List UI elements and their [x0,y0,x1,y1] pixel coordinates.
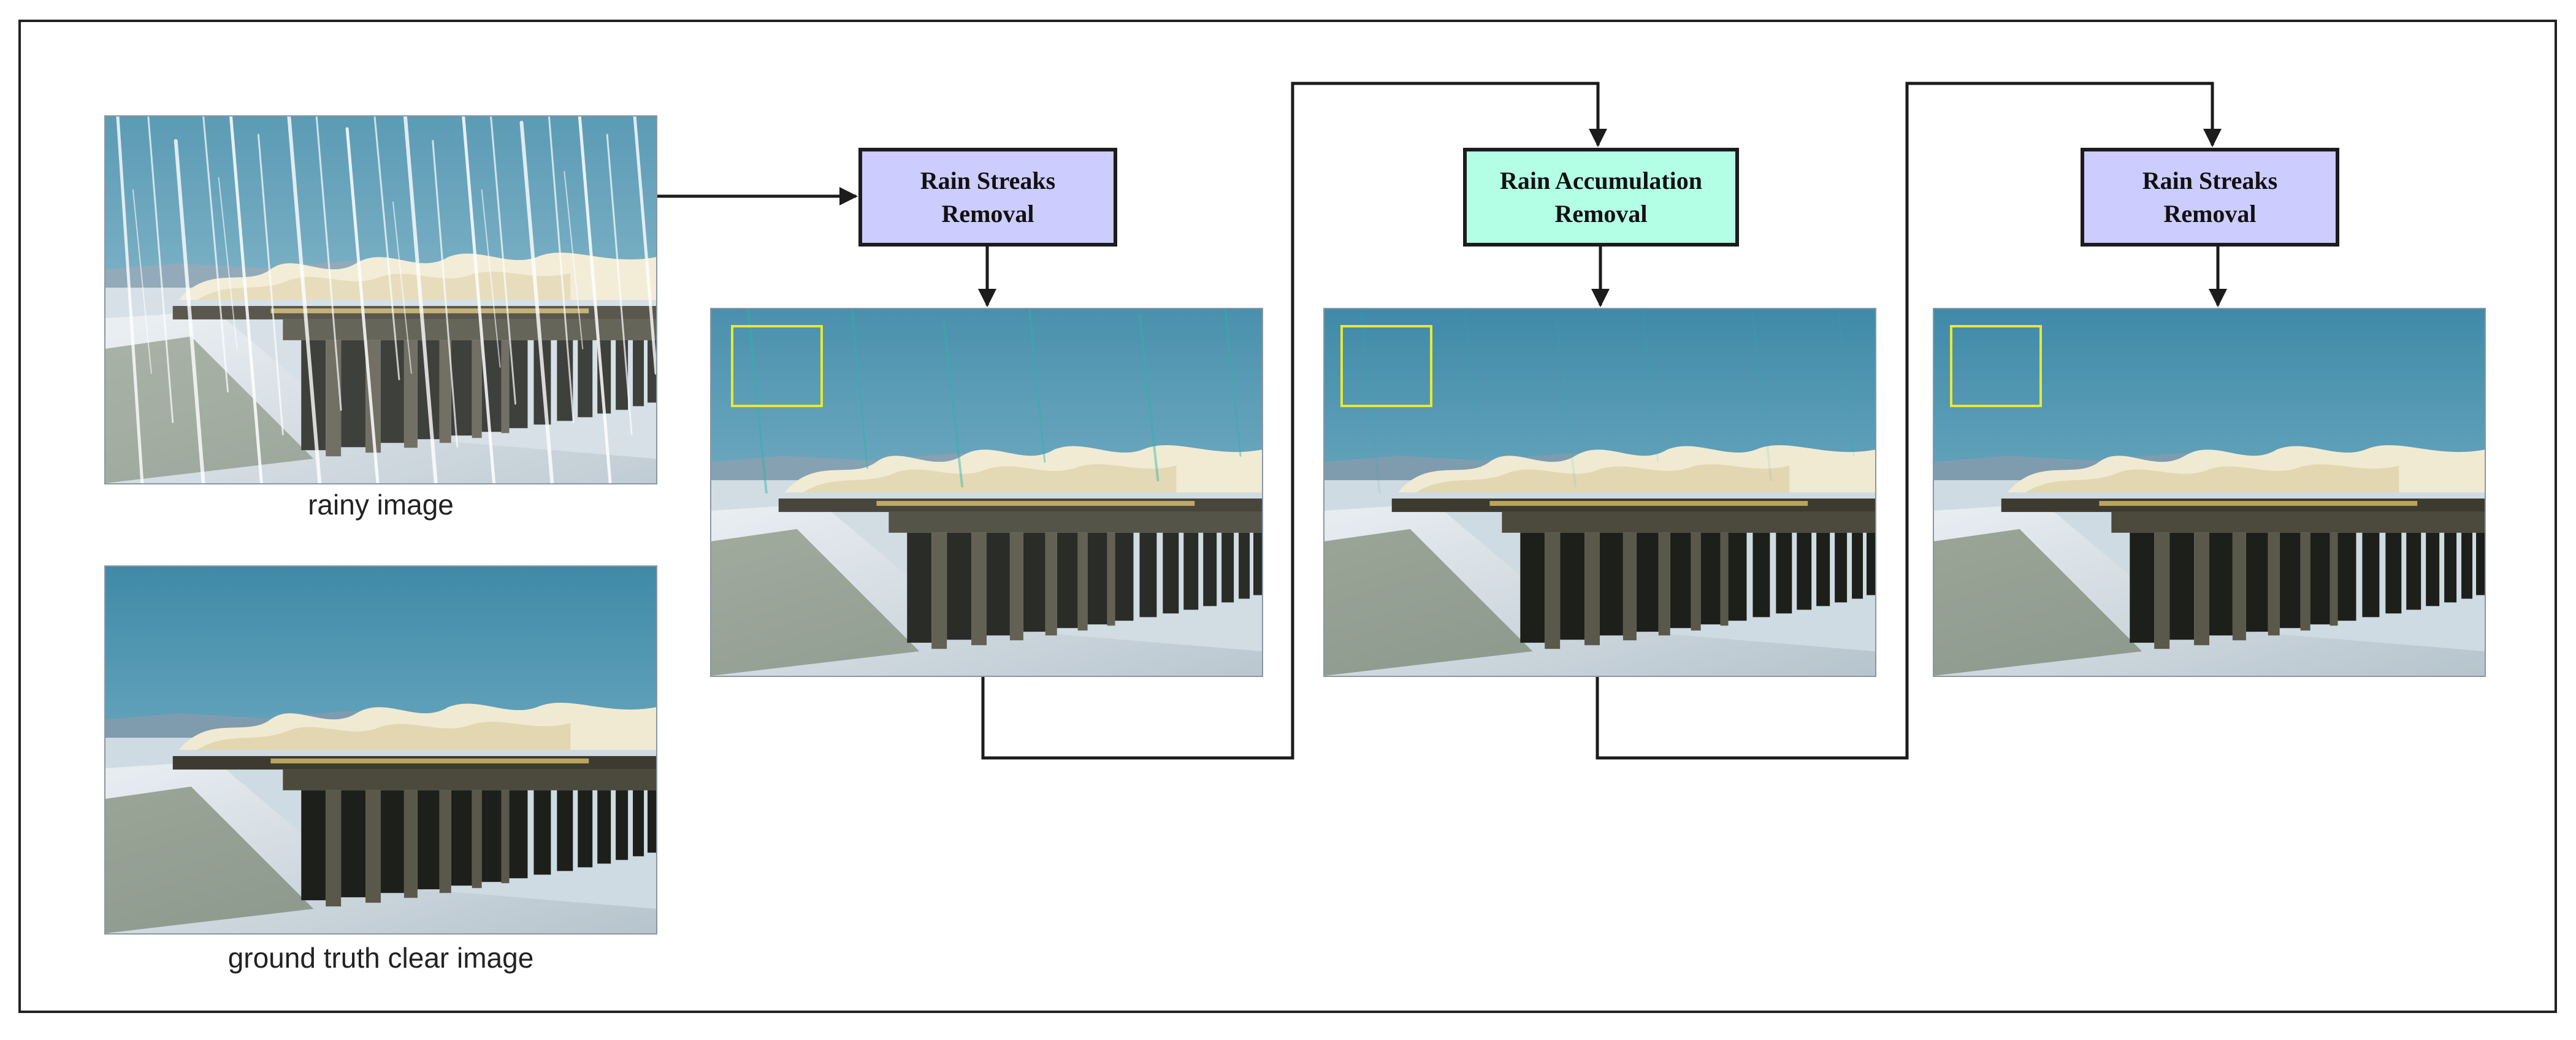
rainy-image-scene [105,117,656,483]
stage-3-rain-streaks-removal-box: Rain Streaks Removal [2081,148,2339,247]
rainy-image [104,115,657,484]
stage-2-rain-accumulation-removal-box: Rain Accumulation Removal [1463,148,1739,247]
stage-2-roi-box [1340,325,1432,407]
stage-1-label: Rain Streaks Removal [920,166,1056,228]
stage-1-rain-streaks-removal-box: Rain Streaks Removal [858,148,1117,247]
stage-3-output-image [1933,308,2486,677]
stage-2-label: Rain Accumulation Removal [1499,166,1703,228]
ground-truth-caption: ground truth clear image [227,942,534,974]
stage-3-label: Rain Streaks Removal [2142,166,2278,228]
stage-3-roi-box [1950,325,2042,407]
ground-truth-clear-image [104,565,657,935]
stage-1-output-image [710,308,1263,677]
clear-image-scene [105,567,656,933]
stage-2-output-image [1323,308,1876,677]
rainy-image-caption: rainy image [308,489,454,521]
stage-1-roi-box [731,325,823,407]
diagram-frame [18,20,2557,1013]
